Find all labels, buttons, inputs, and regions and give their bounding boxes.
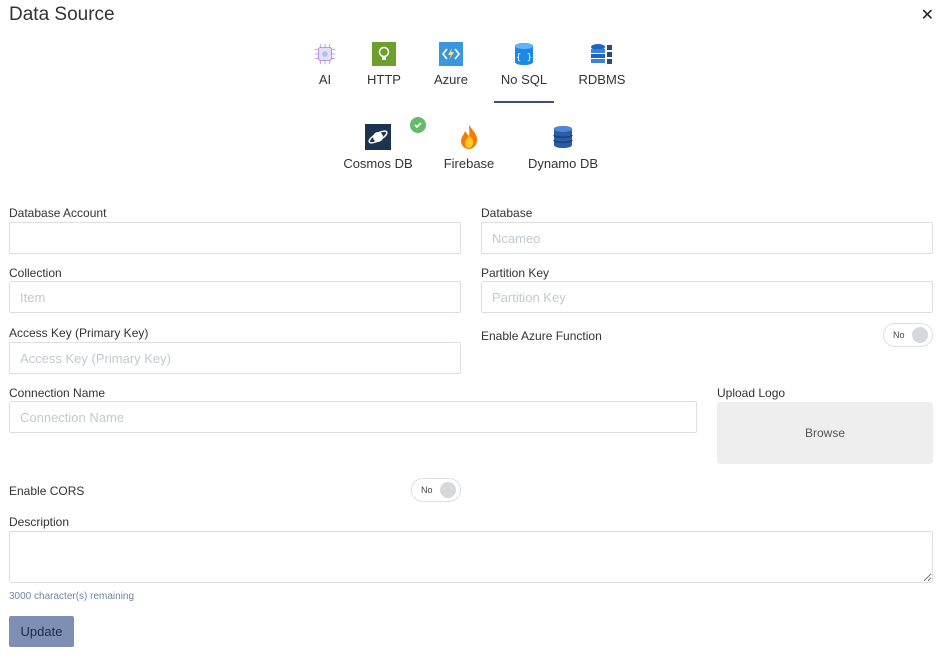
upload-logo-label: Upload Logo	[717, 386, 786, 400]
azure-function-label: Enable Azure Function	[481, 329, 602, 343]
partition-key-input[interactable]	[481, 281, 933, 313]
tab-label: No SQL	[500, 72, 548, 87]
selected-check-icon	[410, 117, 426, 133]
database-account-input[interactable]	[9, 222, 461, 254]
azure-function-toggle[interactable]: No	[883, 323, 933, 347]
database-account-label: Database Account	[9, 206, 107, 220]
toggle-state: No	[421, 485, 433, 495]
enable-cors-label: Enable CORS	[9, 484, 85, 498]
azure-function-icon	[439, 42, 463, 66]
tab-label: Azure	[434, 72, 468, 87]
collection-input[interactable]	[9, 281, 461, 313]
connection-name-input[interactable]	[9, 401, 697, 433]
close-icon[interactable]: ✕	[920, 7, 934, 24]
enable-cors-toggle[interactable]: No	[411, 478, 461, 502]
dynamo-db-icon	[550, 124, 576, 150]
tab-label: RDBMS	[578, 72, 626, 87]
connection-name-label: Connection Name	[9, 386, 106, 400]
nosql-database-icon: { }	[512, 42, 536, 66]
update-button[interactable]: Update	[9, 616, 74, 647]
toggle-knob	[440, 482, 456, 498]
source-firebase[interactable]: Firebase	[443, 124, 495, 171]
partition-key-label: Partition Key	[481, 266, 550, 280]
rdbms-database-icon	[590, 42, 614, 66]
source-cosmos-db[interactable]: Cosmos DB	[343, 124, 413, 171]
http-globe-icon	[372, 42, 396, 66]
active-tab-indicator	[494, 101, 554, 103]
browse-button[interactable]: Browse	[717, 402, 933, 464]
svg-text:{ }: { }	[516, 53, 532, 63]
tab-label: HTTP	[367, 72, 401, 87]
dialog-title: Data Source	[9, 4, 115, 25]
firebase-flame-icon	[456, 124, 482, 150]
tab-rdbms[interactable]: RDBMS	[577, 42, 627, 87]
character-counter: 3000 character(s) remaining	[9, 591, 135, 602]
source-label: Cosmos DB	[343, 156, 413, 171]
cosmos-db-icon	[365, 124, 391, 150]
ai-chip-icon	[313, 42, 337, 66]
source-label: Firebase	[443, 156, 495, 171]
access-key-input[interactable]	[9, 342, 461, 374]
tab-nosql[interactable]: { } No SQL	[496, 42, 552, 87]
tab-ai[interactable]: AI	[312, 42, 338, 87]
tab-http[interactable]: HTTP	[365, 42, 403, 87]
description-textarea[interactable]	[9, 531, 933, 583]
database-input[interactable]	[481, 222, 933, 254]
tab-label: AI	[318, 72, 332, 87]
access-key-label: Access Key (Primary Key)	[9, 326, 149, 340]
description-label: Description	[9, 515, 70, 529]
tab-azure[interactable]: Azure	[432, 42, 470, 87]
toggle-knob	[912, 327, 928, 343]
database-label: Database	[481, 206, 533, 220]
collection-label: Collection	[9, 266, 62, 280]
source-dynamo-db[interactable]: Dynamo DB	[526, 124, 600, 171]
source-label: Dynamo DB	[527, 156, 599, 171]
toggle-state: No	[893, 330, 905, 340]
